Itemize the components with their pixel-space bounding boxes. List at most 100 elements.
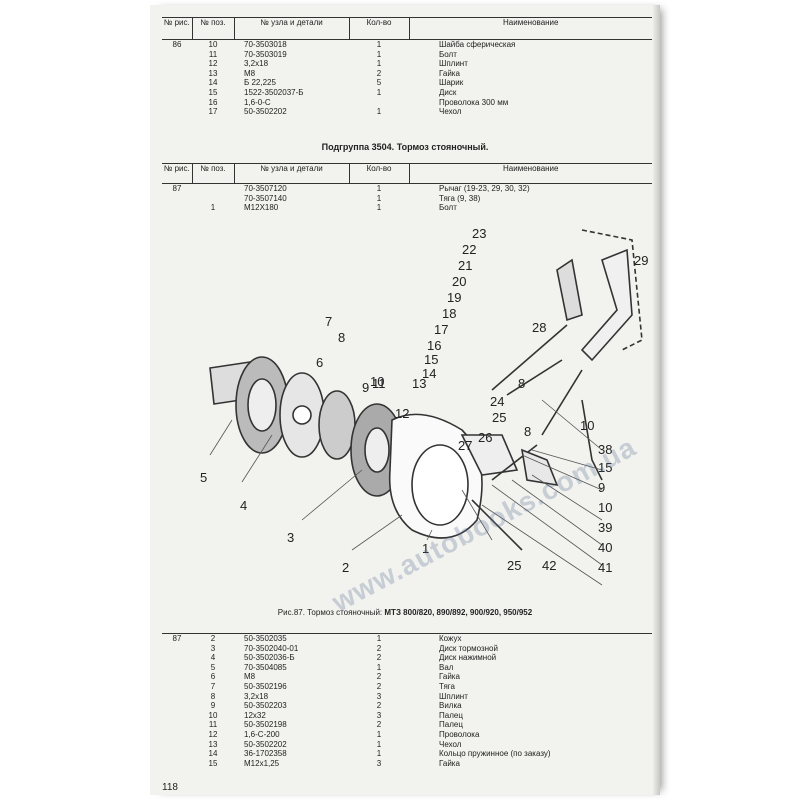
cell-name: Тяга (9, 38) [439, 193, 481, 203]
cell-name: Диск тормозной [439, 643, 498, 653]
cell-name: Шайба сферическая [439, 40, 516, 49]
callout-6: 6 [316, 355, 323, 370]
cell-name: Гайка [439, 68, 460, 78]
cell-fig [162, 701, 192, 711]
cell-qty: 3 [376, 710, 382, 720]
callout-14: 14 [422, 366, 436, 381]
cell-name: Гайка [439, 672, 460, 682]
cell-fig [162, 98, 192, 108]
cell-part: М12х1,25 [244, 758, 280, 768]
cell-pos: 11 [208, 49, 218, 59]
cell-pos: 14 [208, 749, 218, 759]
header-name: Наименование [408, 163, 652, 184]
cell-pos: 5 [210, 662, 216, 672]
cell-fig: 87 [172, 184, 182, 193]
cell-pos: 13 [208, 68, 218, 78]
callout-17: 17 [434, 322, 448, 337]
header-pos: № поз. [191, 163, 234, 184]
cell-qty: 1 [376, 193, 382, 203]
cell-pos: 16 [208, 97, 218, 107]
cell-qty: 5 [376, 78, 382, 88]
caption-prefix: Рис.87. Тормоз стояночный: [277, 608, 383, 617]
callout-15: 15 [424, 352, 438, 367]
cell-name: Шплинт [439, 59, 468, 69]
callout-7: 7 [325, 314, 332, 329]
callout-39: 39 [598, 520, 612, 535]
cell-part: 50-3502202 [244, 739, 287, 749]
cell-qty [349, 98, 409, 108]
diagram-parts [209, 229, 643, 551]
callout-42: 42 [542, 558, 556, 573]
parts-table-upper: № рис. № поз. № узла и детали Кол-во Наи… [162, 17, 652, 117]
cell-qty: 1 [376, 729, 382, 739]
cell-qty: 1 [376, 662, 382, 672]
callout-13: 13 [412, 376, 426, 391]
cell-fig [162, 720, 192, 730]
cell-part: М12Х180 [244, 203, 279, 213]
callout-10: 10 [370, 374, 384, 389]
cell-pos: 12 [208, 729, 218, 739]
cell-qty: 3 [376, 758, 382, 768]
callout-21: 21 [458, 258, 472, 273]
callout-1: 1 [422, 541, 429, 556]
cell-qty: 2 [376, 653, 382, 663]
cell-part: 12х32 [244, 710, 266, 720]
cell-fig [162, 759, 192, 769]
cell-name: Шплинт [439, 691, 468, 701]
cell-pos [192, 194, 234, 204]
cell-name: Чехол [439, 107, 462, 117]
exploded-diagram: 2322212019181716151413121110987654321292… [200, 226, 648, 586]
cell-pos: 4 [210, 653, 216, 663]
cell-name: Рычаг (19-23, 29, 30, 32) [439, 184, 530, 193]
cell-fig [162, 194, 192, 204]
header-name: Наименование [408, 17, 652, 40]
cell-fig [162, 730, 192, 740]
cell-pos: 9 [210, 701, 216, 711]
callout-11: 11 [372, 376, 386, 391]
cell-pos: 3 [210, 643, 216, 653]
callout-22: 22 [462, 242, 476, 257]
caption-models: МТЗ 800/820, 890/892, 900/920, 950/952 [384, 608, 533, 617]
cell-pos: 2 [210, 634, 216, 643]
cell-part: 70-3502040-01 [244, 643, 299, 653]
cell-qty: 2 [376, 672, 382, 682]
cell-name: Проволока 300 мм [439, 97, 509, 107]
cell-pos: 13 [208, 739, 218, 749]
cell-part: 3,2х18 [244, 59, 269, 69]
cell-fig [162, 682, 192, 692]
table-row: 70-3507140 1 Тяга (9, 38) [162, 194, 652, 204]
cell-name: Шарик [439, 78, 464, 88]
cell-part: 70-3507140 [244, 193, 287, 203]
cell-fig [162, 203, 192, 213]
cell-part: 50-3502035 [244, 634, 287, 643]
header-qty: Кол-во [348, 17, 409, 40]
cell-pos: 10 [208, 710, 218, 720]
callout-26: 26 [478, 430, 492, 445]
cell-fig [162, 711, 192, 721]
callout-12: 12 [395, 406, 409, 421]
callout-25: 25 [492, 410, 506, 425]
cell-pos: 6 [210, 672, 216, 682]
cell-pos [192, 184, 234, 194]
cell-name: Проволока [439, 729, 480, 739]
cell-part: 1,6-С-200 [244, 729, 280, 739]
parts-table-subgroup: № рис. № поз. № узла и детали Кол-во Наи… [162, 163, 652, 213]
callout-19: 19 [447, 290, 461, 305]
cell-fig [162, 78, 192, 88]
callout-25: 25 [507, 558, 521, 573]
cell-qty: 1 [376, 59, 382, 69]
